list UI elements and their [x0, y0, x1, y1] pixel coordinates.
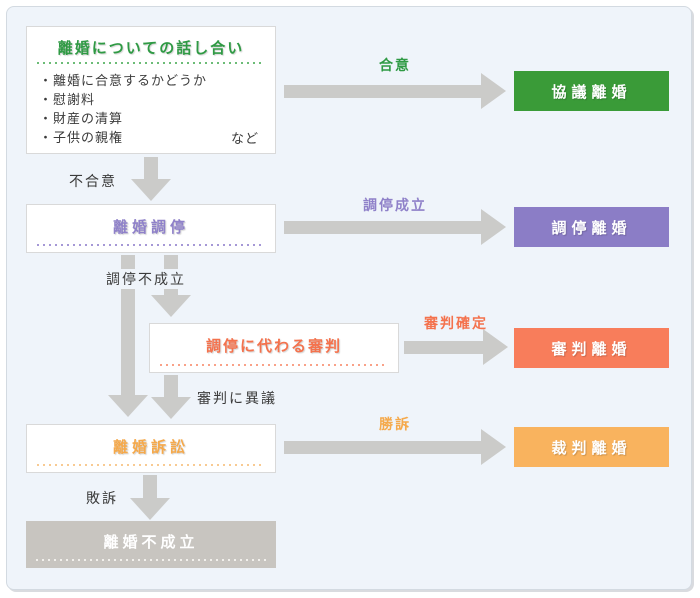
not-established-title: 離婚不成立: [103, 534, 199, 551]
disagree-arrow-bar: [144, 157, 158, 181]
mediation-fail-label: 調停不成立: [104, 269, 188, 289]
ruling-final-arrow-head: [483, 329, 508, 365]
mediation-fail-short-arrow-head: [151, 295, 191, 317]
mediation-success-arrow-bar: [284, 221, 481, 234]
win-arrow-head: [481, 429, 506, 465]
lawsuit-divider-dots: [37, 464, 265, 466]
outcome-kyogi-rikon-box: 協議離婚: [514, 71, 669, 111]
lose-arrow-bar: [143, 475, 157, 500]
lawsuit-title: 離婚訴訟: [112, 439, 189, 456]
discussion-divider-dots: [37, 62, 265, 64]
outcome-saiban-rikon-box: 裁判離婚: [514, 427, 669, 467]
ruling-final-arrow-bar: [404, 341, 483, 354]
discussion-item: ・慰謝料: [39, 92, 96, 107]
mediation-fail-long-arrow-head: [108, 395, 148, 417]
ruling-objection-arrow-bar: [164, 375, 178, 399]
win-arrow-bar: [284, 441, 481, 454]
etc-label: など: [230, 131, 259, 146]
substitute-ruling-title: 調停に代わる審判: [205, 338, 342, 355]
ruling-objection-arrow-head: [151, 397, 191, 419]
lawsuit-box: 離婚訴訟: [26, 424, 276, 473]
win-label: 勝訴: [379, 416, 411, 432]
discussion-item: ・離婚に合意するかどうか: [39, 73, 208, 88]
substitute-ruling-box: 調停に代わる審判: [149, 323, 399, 373]
agree-label: 合意: [379, 57, 411, 73]
mediation-success-label: 調停成立: [363, 197, 427, 213]
agree-arrow-bar: [284, 85, 481, 98]
disagree-label: 不合意: [69, 173, 117, 189]
mediation-success-arrow-head: [481, 209, 506, 245]
discussion-items: ・離婚に合意するかどうか ・慰謝料 ・財産の清算 ・子供の親権: [39, 71, 265, 147]
mediation-box: 離婚調停: [26, 204, 276, 253]
ruling-objection-label: 審判に異議: [197, 390, 277, 406]
disagree-arrow-head: [131, 179, 171, 201]
mediation-divider-dots: [37, 244, 265, 246]
lose-label: 敗訴: [86, 490, 118, 506]
discussion-title: 離婚についての話し合い: [57, 40, 245, 57]
discussion-box: 離婚についての話し合い ・離婚に合意するかどうか ・慰謝料 ・財産の清算 ・子供…: [26, 26, 276, 154]
not-established-divider-dots: [36, 559, 266, 561]
ruling-final-label: 審判確定: [424, 315, 488, 331]
mediation-title: 離婚調停: [112, 219, 189, 236]
flowchart-panel: 離婚についての話し合い ・離婚に合意するかどうか ・慰謝料 ・財産の清算 ・子供…: [6, 6, 692, 590]
mediation-fail-long-arrow-bar: [121, 255, 135, 397]
lose-arrow-head: [130, 498, 170, 520]
discussion-item: ・子供の親権: [39, 130, 124, 145]
outcome-chotei-rikon-box: 調停離婚: [514, 207, 669, 247]
not-established-box: 離婚不成立: [26, 521, 276, 568]
discussion-item: ・財産の清算: [39, 111, 124, 126]
agree-arrow-head: [481, 73, 506, 109]
substitute-ruling-divider-dots: [160, 364, 388, 366]
outcome-shinpan-rikon-box: 審判離婚: [514, 328, 669, 368]
